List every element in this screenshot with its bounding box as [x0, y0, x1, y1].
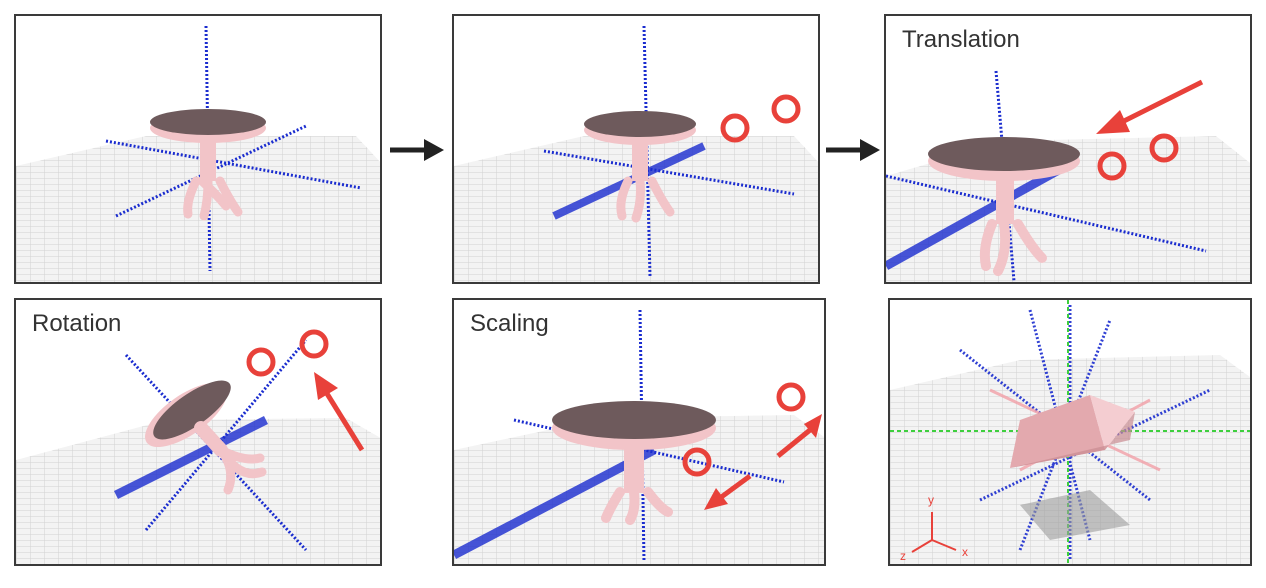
gizmo-z-label: z	[900, 549, 906, 563]
table-model	[150, 109, 266, 221]
panel-translation: Translation	[884, 14, 1252, 284]
touch-point-icon	[1097, 133, 1179, 181]
scene-touch	[454, 25, 818, 282]
panel-scaling: Scaling	[452, 298, 826, 566]
panel-touch	[452, 14, 820, 284]
gesture-arrow-icon	[314, 372, 365, 452]
right-arrow-icon	[826, 139, 880, 161]
box-shadow	[1020, 490, 1130, 540]
touch-point-icon	[682, 382, 806, 477]
axis-gizmo	[911, 512, 957, 553]
scene-translation	[886, 70, 1250, 282]
gizmo-x-label: x	[962, 545, 968, 559]
panel-multi-axis: y x z	[888, 298, 1252, 566]
scene-multi-axis: y x z	[890, 300, 1250, 564]
scene-initial	[16, 25, 380, 282]
scene-rotation	[16, 329, 380, 564]
scene-scaling	[454, 309, 824, 564]
panel-rotation: Rotation	[14, 298, 382, 566]
panel-initial	[14, 14, 382, 284]
table-model	[145, 380, 267, 495]
touch-point-icon	[720, 94, 801, 143]
table-model	[552, 401, 716, 525]
table-model	[584, 111, 696, 223]
panel-label-rotation: Rotation	[32, 310, 122, 337]
box-model	[1010, 395, 1135, 468]
touch-point-icon	[246, 329, 329, 377]
table-model	[928, 137, 1080, 276]
panel-label-translation: Translation	[902, 26, 1020, 53]
gesture-arrow-icon	[704, 414, 822, 510]
gizmo-y-label: y	[928, 493, 934, 507]
right-arrow-icon	[390, 139, 444, 161]
gesture-arrow-icon	[1096, 79, 1204, 134]
panel-label-scaling: Scaling	[470, 310, 549, 337]
